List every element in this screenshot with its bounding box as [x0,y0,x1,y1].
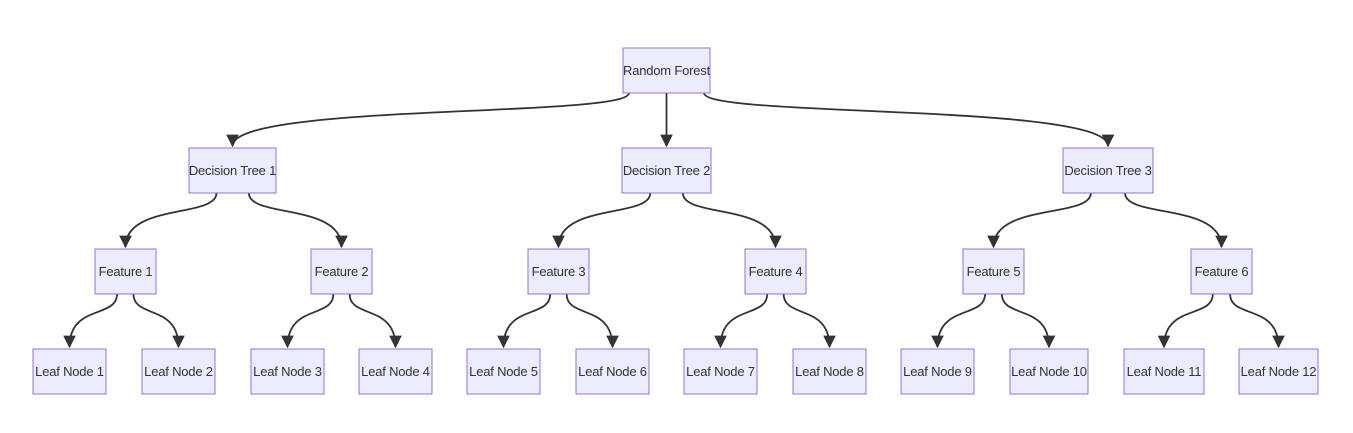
node-label: Random Forest [623,63,711,78]
node-label: Leaf Node 10 [1011,364,1087,379]
node-feature-6[interactable]: Feature 6 [1190,248,1253,295]
node-label: Feature 1 [99,264,153,279]
edge-f3-to-l5 [497,293,552,349]
node-leaf-10[interactable]: Leaf Node 10 [1009,348,1089,395]
node-label: Decision Tree 1 [189,163,276,178]
edge-t3-to-f6 [1124,192,1228,249]
edge-f2-to-l3 [281,293,335,349]
node-label: Leaf Node 11 [1127,364,1202,379]
node-leaf-3[interactable]: Leaf Node 3 [250,348,325,395]
node-label: Leaf Node 7 [686,364,755,379]
node-label: Leaf Node 6 [578,364,647,379]
node-label: Feature 4 [749,264,803,279]
node-leaf-7[interactable]: Leaf Node 7 [683,348,758,395]
node-leaf-5[interactable]: Leaf Node 5 [466,348,541,395]
node-label: Leaf Node 1 [35,364,104,379]
node-random-forest[interactable]: Random Forest [622,47,711,94]
node-leaf-2[interactable]: Leaf Node 2 [141,348,216,395]
edge-f6-to-l11 [1157,293,1214,349]
node-decision-tree-2[interactable]: Decision Tree 2 [621,147,712,194]
node-label: Feature 2 [315,264,369,279]
node-leaf-6[interactable]: Leaf Node 6 [575,348,650,395]
node-feature-1[interactable]: Feature 1 [94,248,157,295]
node-feature-2[interactable]: Feature 2 [310,248,373,295]
node-feature-5[interactable]: Feature 5 [962,248,1025,295]
node-label: Leaf Node 3 [253,364,322,379]
edge-rf-to-t1 [226,92,630,148]
edge-f1-to-l1 [63,293,118,349]
edge-f6-to-l12 [1229,293,1285,349]
edge-f4-to-l8 [782,293,836,349]
edge-t2-to-f3 [552,192,652,249]
edge-t1-to-f2 [247,192,348,249]
edge-f5-to-l10 [1000,293,1056,349]
edge-f4-to-l7 [714,293,769,349]
node-decision-tree-1[interactable]: Decision Tree 1 [188,147,277,194]
node-label: Feature 5 [967,264,1021,279]
node-leaf-4[interactable]: Leaf Node 4 [358,348,433,395]
node-label: Feature 6 [1195,264,1249,279]
node-feature-4[interactable]: Feature 4 [744,248,807,295]
edge-f5-to-l9 [931,293,986,349]
edge-rf-to-t3 [703,92,1115,148]
node-decision-tree-3[interactable]: Decision Tree 3 [1062,147,1154,194]
node-feature-3[interactable]: Feature 3 [527,248,590,295]
node-label: Leaf Node 4 [361,364,430,379]
node-label: Decision Tree 3 [1064,163,1151,178]
edge-f2-to-l4 [348,293,402,349]
node-label: Feature 3 [532,264,586,279]
node-label: Decision Tree 2 [623,163,710,178]
node-leaf-1[interactable]: Leaf Node 1 [32,348,107,395]
edge-t2-to-f4 [681,192,782,249]
edge-f1-to-l2 [132,293,185,349]
node-leaf-11[interactable]: Leaf Node 11 [1123,348,1205,395]
node-leaf-8[interactable]: Leaf Node 8 [792,348,867,395]
node-label: Leaf Node 8 [795,364,864,379]
node-leaf-9[interactable]: Leaf Node 9 [900,348,975,395]
edge-t3-to-f5 [987,192,1092,249]
edge-f3-to-l6 [565,293,619,349]
node-label: Leaf Node 9 [903,364,972,379]
node-label: Leaf Node 5 [469,364,538,379]
edges-layer [63,92,1285,349]
node-label: Leaf Node 2 [144,364,213,379]
node-label: Leaf Node 12 [1241,364,1317,379]
node-leaf-12[interactable]: Leaf Node 12 [1238,348,1319,395]
edge-t1-to-f1 [119,192,218,249]
